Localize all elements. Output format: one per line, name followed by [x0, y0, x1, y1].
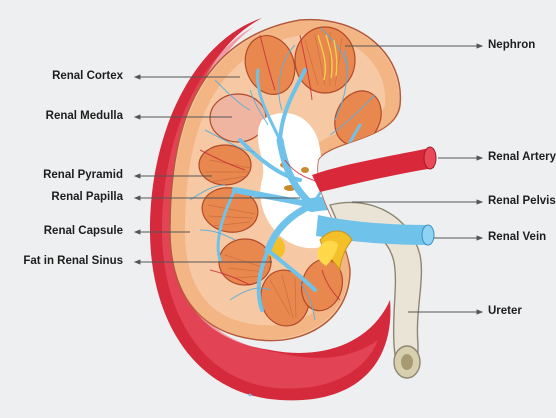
label-renal-pelvis: Renal Pelvis: [488, 194, 556, 208]
label-renal-medulla: Renal Medulla: [0, 109, 123, 123]
label-fat-in-renal-sinus: Fat in Renal Sinus: [0, 254, 123, 268]
label-nephron: Nephron: [488, 38, 535, 52]
label-renal-cortex: Renal Cortex: [0, 69, 123, 83]
label-renal-capsule: Renal Capsule: [0, 224, 123, 238]
label-renal-pyramid: Renal Pyramid: [0, 168, 123, 182]
label-renal-vein: Renal Vein: [488, 230, 546, 244]
label-renal-papilla: Renal Papilla: [0, 190, 123, 204]
label-renal-artery: Renal Artery: [488, 150, 556, 164]
renal-artery-shape: [312, 148, 434, 192]
label-ureter: Ureter: [488, 304, 522, 318]
